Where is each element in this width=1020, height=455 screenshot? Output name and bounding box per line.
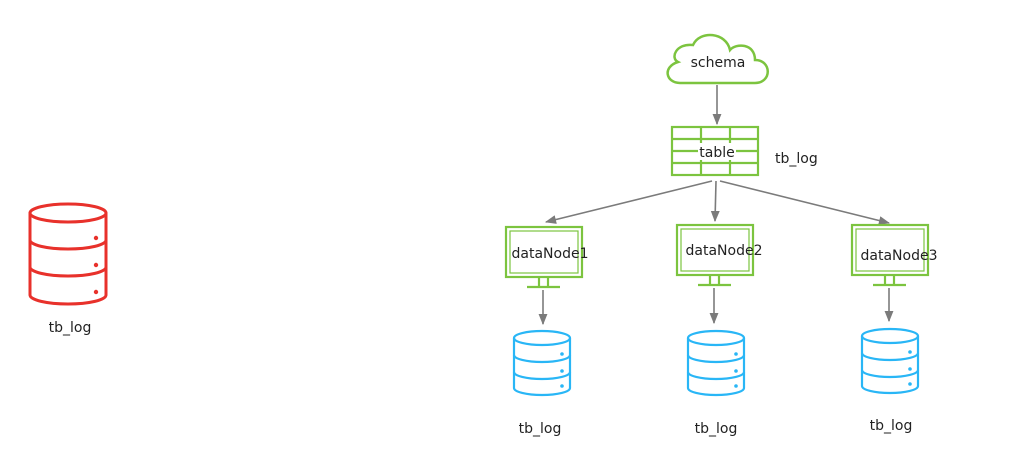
data-node-1-label: dataNode1 bbox=[512, 246, 589, 262]
source-db-label: tb_log bbox=[49, 320, 92, 336]
source-database-icon bbox=[28, 202, 108, 306]
data-node-2-label: dataNode2 bbox=[686, 243, 763, 259]
schema-cloud-icon bbox=[666, 33, 769, 85]
data-node-2: dataNode2 tb_log bbox=[675, 223, 763, 437]
shard-db-3-label: tb_log bbox=[870, 418, 913, 434]
logic-table-name: tb_log bbox=[775, 151, 818, 167]
data-node-1: dataNode1 tb_log bbox=[504, 225, 589, 437]
table-label-bg bbox=[698, 143, 736, 160]
schema-label: schema bbox=[691, 55, 746, 71]
table-label: table bbox=[699, 145, 734, 161]
shard-database-2-icon bbox=[686, 329, 746, 397]
table-to-node3-arrow bbox=[719, 180, 891, 225]
data-node-3-label: dataNode3 bbox=[861, 248, 938, 264]
shard-database-1-icon bbox=[512, 329, 572, 397]
monitor-icon bbox=[675, 223, 755, 287]
shard-database-3-icon bbox=[860, 327, 920, 395]
monitor-icon bbox=[850, 223, 930, 287]
shard-db-2-label: tb_log bbox=[695, 421, 738, 437]
monitor-icon bbox=[504, 225, 584, 289]
data-node-3: dataNode3 tb_log bbox=[850, 223, 938, 434]
table-to-node2-arrow bbox=[710, 180, 720, 223]
shard-db-1-label: tb_log bbox=[519, 421, 562, 437]
table-to-node1-arrow bbox=[544, 180, 713, 224]
